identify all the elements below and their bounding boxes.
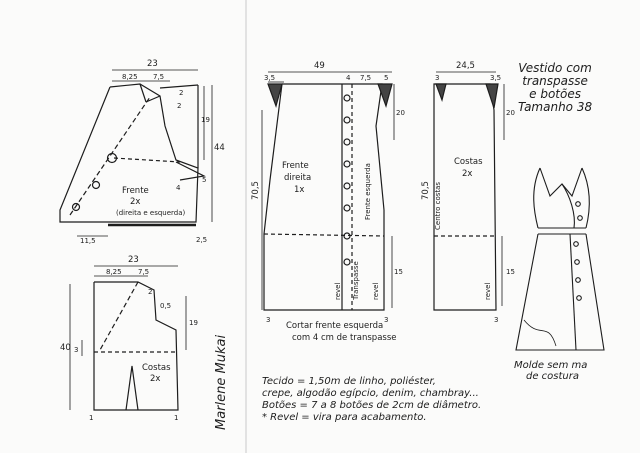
front-skirt-label: Frente bbox=[282, 161, 309, 171]
buttons-line: Botões = 7 a 8 botões de 2cm de diâmetro… bbox=[262, 400, 482, 411]
title-line-1: Vestido com bbox=[518, 61, 592, 75]
front-bodice-label: Frente bbox=[122, 186, 149, 196]
fabric-line-2: crepe, algodão egípcio, denim, chambray.… bbox=[262, 388, 479, 399]
back-skirt-dim-15: 15 bbox=[506, 268, 515, 276]
back-skirt-piece bbox=[433, 71, 505, 311]
front-bodice-dim-19: 19 bbox=[201, 116, 210, 124]
back-bodice-dim-19: 19 bbox=[189, 319, 198, 327]
back-skirt-revel: revel bbox=[484, 283, 492, 300]
back-skirt-dim-20: 20 bbox=[506, 109, 515, 117]
back-skirt-center-back: Centro costas bbox=[434, 182, 442, 230]
title-line-3: e botões bbox=[529, 87, 581, 101]
front-bodice-note: (direita e esquerda) bbox=[116, 209, 186, 217]
front-bodice-dim-44: 44 bbox=[214, 143, 225, 153]
fabric-line-1: Tecido = 1,50m de linho, poliéster, bbox=[262, 376, 436, 387]
front-skirt-cut-note1: Cortar frente esquerda bbox=[286, 321, 383, 331]
back-skirt-qty: 2x bbox=[462, 169, 472, 179]
front-bodice-seg2: 7,5 bbox=[153, 73, 164, 81]
back-skirt-dim-70-5: 70,5 bbox=[421, 181, 431, 200]
front-bodice-seg1: 8,25 bbox=[122, 73, 138, 81]
front-skirt-revel1: revel bbox=[334, 283, 342, 300]
back-bodice-label: Costas bbox=[142, 363, 171, 373]
back-bodice-seg2: 7,5 bbox=[138, 268, 149, 276]
front-skirt-dim-5: 5 bbox=[384, 74, 388, 82]
title-line-4: Tamanho 38 bbox=[518, 100, 593, 114]
front-skirt-dim-7-5: 7,5 bbox=[360, 74, 371, 82]
back-skirt-dim-3-5: 3,5 bbox=[490, 74, 501, 82]
front-skirt-width: 49 bbox=[314, 61, 325, 71]
front-skirt-piece bbox=[261, 71, 395, 311]
fabric-notes: Tecido = 1,50m de linho, poliéster, crep… bbox=[262, 376, 481, 424]
front-bodice-dim-2-5: 2,5 bbox=[196, 236, 207, 244]
front-skirt-dim-3a: 3 bbox=[266, 316, 270, 324]
front-bodice-dim-2b: 2 bbox=[177, 102, 181, 110]
signature-text: Marlene Mukai bbox=[214, 335, 229, 430]
back-bodice-dim-0-5: 0,5 bbox=[160, 302, 171, 310]
back-bodice-dim-1a: 1 bbox=[89, 414, 93, 422]
facing-line: * Revel = vira para acabamento. bbox=[262, 412, 427, 423]
back-bodice-dim-1b: 1 bbox=[174, 414, 178, 422]
front-bodice-width: 23 bbox=[147, 59, 158, 69]
front-skirt-revel2: revel bbox=[372, 283, 380, 300]
back-bodice-dim-2: 2 bbox=[148, 288, 152, 296]
back-skirt-width: 24,5 bbox=[456, 61, 475, 71]
front-skirt-transpasse: Transpasse bbox=[352, 261, 360, 301]
front-skirt-dim-20: 20 bbox=[396, 109, 405, 117]
back-bodice-width: 23 bbox=[128, 255, 139, 265]
front-skirt-dim-70-5: 70,5 bbox=[251, 181, 261, 200]
front-bodice-dim-2a: 2 bbox=[179, 89, 183, 97]
mold-note-line2: de costura bbox=[526, 371, 580, 382]
front-skirt-dim-4: 4 bbox=[346, 74, 351, 82]
mold-note: Molde sem ma de costura bbox=[514, 360, 587, 382]
back-bodice-dim-40: 40 bbox=[60, 343, 71, 353]
back-skirt-label: Costas bbox=[454, 157, 483, 167]
front-skirt-dim-3-5: 3,5 bbox=[264, 74, 275, 82]
front-skirt-dim-3b: 3 bbox=[384, 316, 388, 324]
back-bodice-dim-3: 3 bbox=[74, 346, 78, 354]
back-skirt-dim-3: 3 bbox=[435, 74, 439, 82]
front-bodice-dim-5: 5 bbox=[202, 176, 206, 184]
signature-mark: Marlene Mukai bbox=[214, 335, 229, 430]
dress-sketch bbox=[515, 167, 605, 351]
front-skirt-left-side: Frente esquerda bbox=[364, 163, 372, 220]
title-line-2: transpasse bbox=[522, 74, 588, 88]
front-skirt-label2: direita bbox=[284, 173, 311, 183]
mold-note-line1: Molde sem ma bbox=[514, 360, 588, 371]
front-skirt-cut-note2: com 4 cm de transpasse bbox=[292, 333, 397, 343]
front-bodice-dim-4: 4 bbox=[176, 184, 181, 192]
front-skirt-dim-15: 15 bbox=[394, 268, 403, 276]
back-bodice-qty: 2x bbox=[150, 374, 160, 384]
front-bodice-qty: 2x bbox=[130, 197, 140, 207]
back-bodice-seg1: 8,25 bbox=[106, 268, 122, 276]
front-bodice-piece bbox=[59, 69, 213, 237]
front-skirt-qty: 1x bbox=[294, 185, 304, 195]
front-bodice-dim-11-5: 11,5 bbox=[80, 237, 96, 245]
back-bodice-piece bbox=[69, 265, 187, 411]
dress-title: Vestido com transpasse e botões Tamanho … bbox=[518, 62, 592, 114]
back-skirt-dim-3b: 3 bbox=[494, 316, 498, 324]
